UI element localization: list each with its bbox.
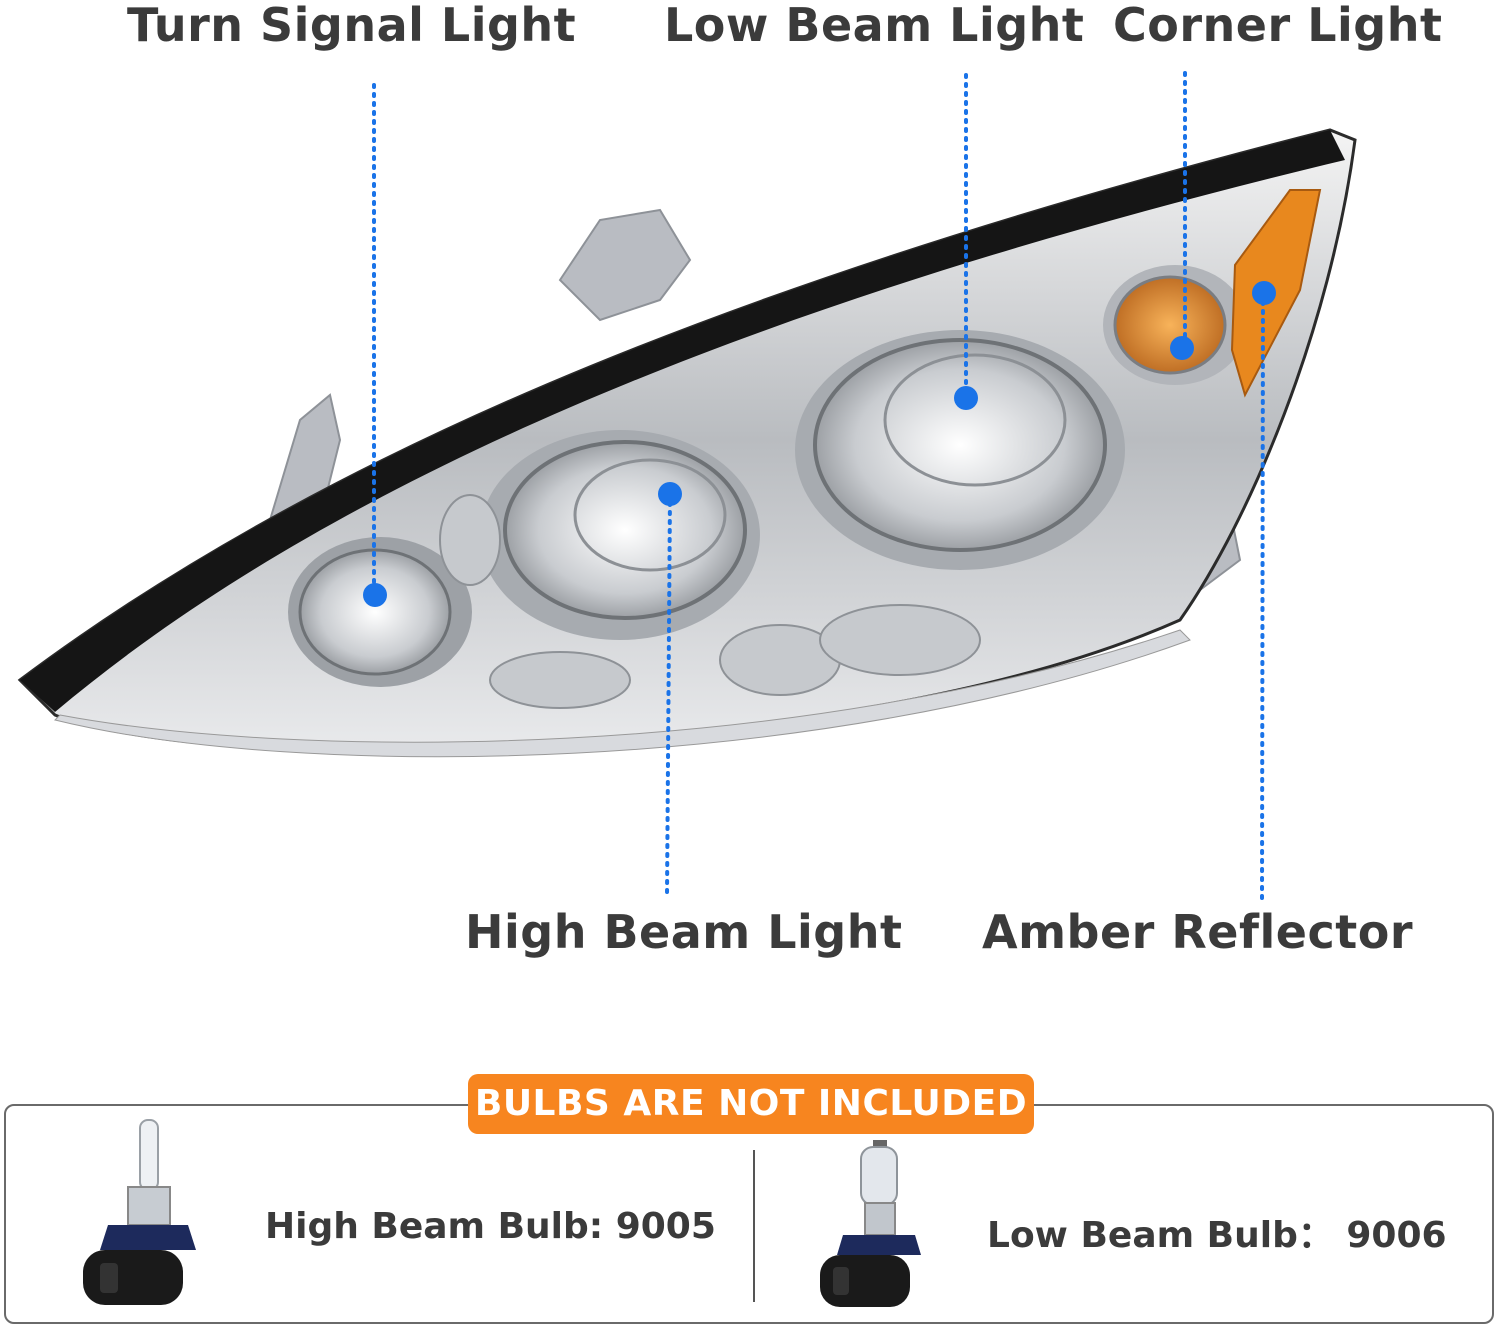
low-beam-bulb-label: Low Beam Bulb： 9006 — [987, 1215, 1447, 1256]
bulbs-not-included-banner: BULBS ARE NOT INCLUDED — [468, 1074, 1034, 1134]
rubber-gasket — [20, 130, 1345, 712]
low-beam-bulb-image — [820, 1140, 921, 1307]
low-beam-lamp — [795, 330, 1125, 570]
callout-dots — [363, 281, 1276, 607]
callout-dot-low-beam — [954, 386, 978, 410]
panel-divider — [753, 1150, 755, 1302]
corner-lamp — [1103, 265, 1247, 385]
headlamp-illustration — [17, 71, 1357, 900]
high-beam-bulb-image — [83, 1119, 196, 1305]
callout-dot-corner — [1170, 336, 1194, 360]
callout-high-beam-label: High Beam Light — [465, 905, 903, 959]
callout-amber-reflector-label: Amber Reflector — [982, 905, 1414, 959]
high-beam-bulb-label: High Beam Bulb: 9005 — [265, 1206, 716, 1247]
turn-signal-lamp — [288, 537, 472, 687]
high-beam-lamp — [480, 430, 760, 640]
headlamp-housing — [17, 128, 1357, 752]
callout-lines — [372, 71, 1265, 900]
callout-low-beam-label: Low Beam Light — [664, 0, 1085, 52]
lower-reflectors — [439, 494, 981, 709]
callout-corner-label: Corner Light — [1113, 0, 1443, 52]
callout-dot-amber — [1252, 281, 1276, 305]
callout-turn-signal-label: Turn Signal Light — [127, 0, 577, 52]
amber-reflector — [1230, 189, 1322, 398]
callout-dot-high-beam — [658, 482, 682, 506]
callout-dot-turn-signal — [363, 583, 387, 607]
